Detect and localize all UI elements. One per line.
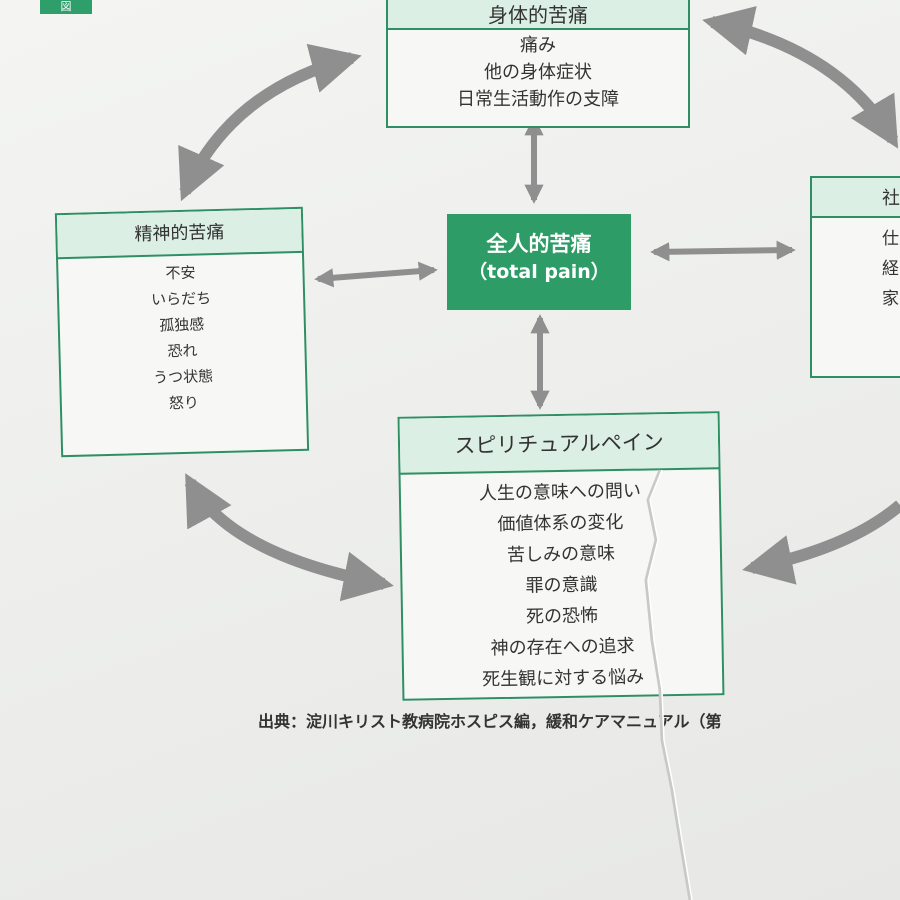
social-item: 家: [882, 289, 899, 309]
arrow-social-spiritual: [742, 500, 900, 585]
mental-pain-items: 不安 いらだち 孤独感 恐れ うつ状態 怒り: [58, 253, 306, 419]
physical-pain-items: 痛み 他の身体症状 日常生活動作の支障: [388, 30, 688, 113]
source-citation: 出典：淀川キリスト教病院ホスピス編，緩和ケアマニュアル（第: [258, 712, 722, 731]
social-pain-title: 社: [812, 178, 900, 218]
spiritual-pain-box: スピリチュアルペイン 人生の意味への問い 価値体系の変化 苦しみの意味 罪の意識…: [397, 411, 725, 701]
total-pain-title: 全人的苦痛: [486, 232, 592, 256]
mental-pain-box: 精神的苦痛 不安 いらだち 孤独感 恐れ うつ状態 怒り: [54, 206, 310, 458]
social-pain-box: 社 仕 経 家: [810, 176, 900, 378]
social-item: 仕: [882, 229, 899, 249]
arrow-center-social: [650, 240, 796, 262]
total-pain-box: 全人的苦痛 （total pain）: [447, 214, 631, 310]
physical-item: 他の身体症状: [484, 62, 592, 83]
social-item: 経: [882, 259, 899, 279]
physical-item: 痛み: [520, 35, 556, 56]
social-pain-items: 仕 経 家: [812, 218, 900, 314]
spiritual-pain-title: スピリチュアルペイン: [399, 413, 719, 475]
arrow-mental-spiritual: [184, 473, 394, 602]
physical-pain-title: 身体的苦痛: [388, 0, 688, 30]
figure-tag: 図: [40, 0, 92, 14]
spiritual-pain-items: 人生の意味への問い 価値体系の変化 苦しみの意味 罪の意識 死の恐怖 神の存在へ…: [401, 469, 723, 697]
mental-pain-title: 精神的苦痛: [56, 208, 302, 260]
physical-item: 日常生活動作の支障: [457, 89, 619, 110]
mental-item: 怒り: [168, 393, 200, 413]
arrow-physical-social: [702, 6, 899, 149]
social-title-char: 社: [882, 188, 900, 209]
total-pain-subtitle: （total pain）: [468, 261, 610, 283]
arrow-mental-physical: [178, 43, 362, 202]
arrow-center-mental: [314, 261, 438, 288]
spiritual-item: 死生観に対する悩み: [481, 666, 645, 691]
physical-pain-box: 身体的苦痛 痛み 他の身体症状 日常生活動作の支障: [386, 0, 690, 128]
